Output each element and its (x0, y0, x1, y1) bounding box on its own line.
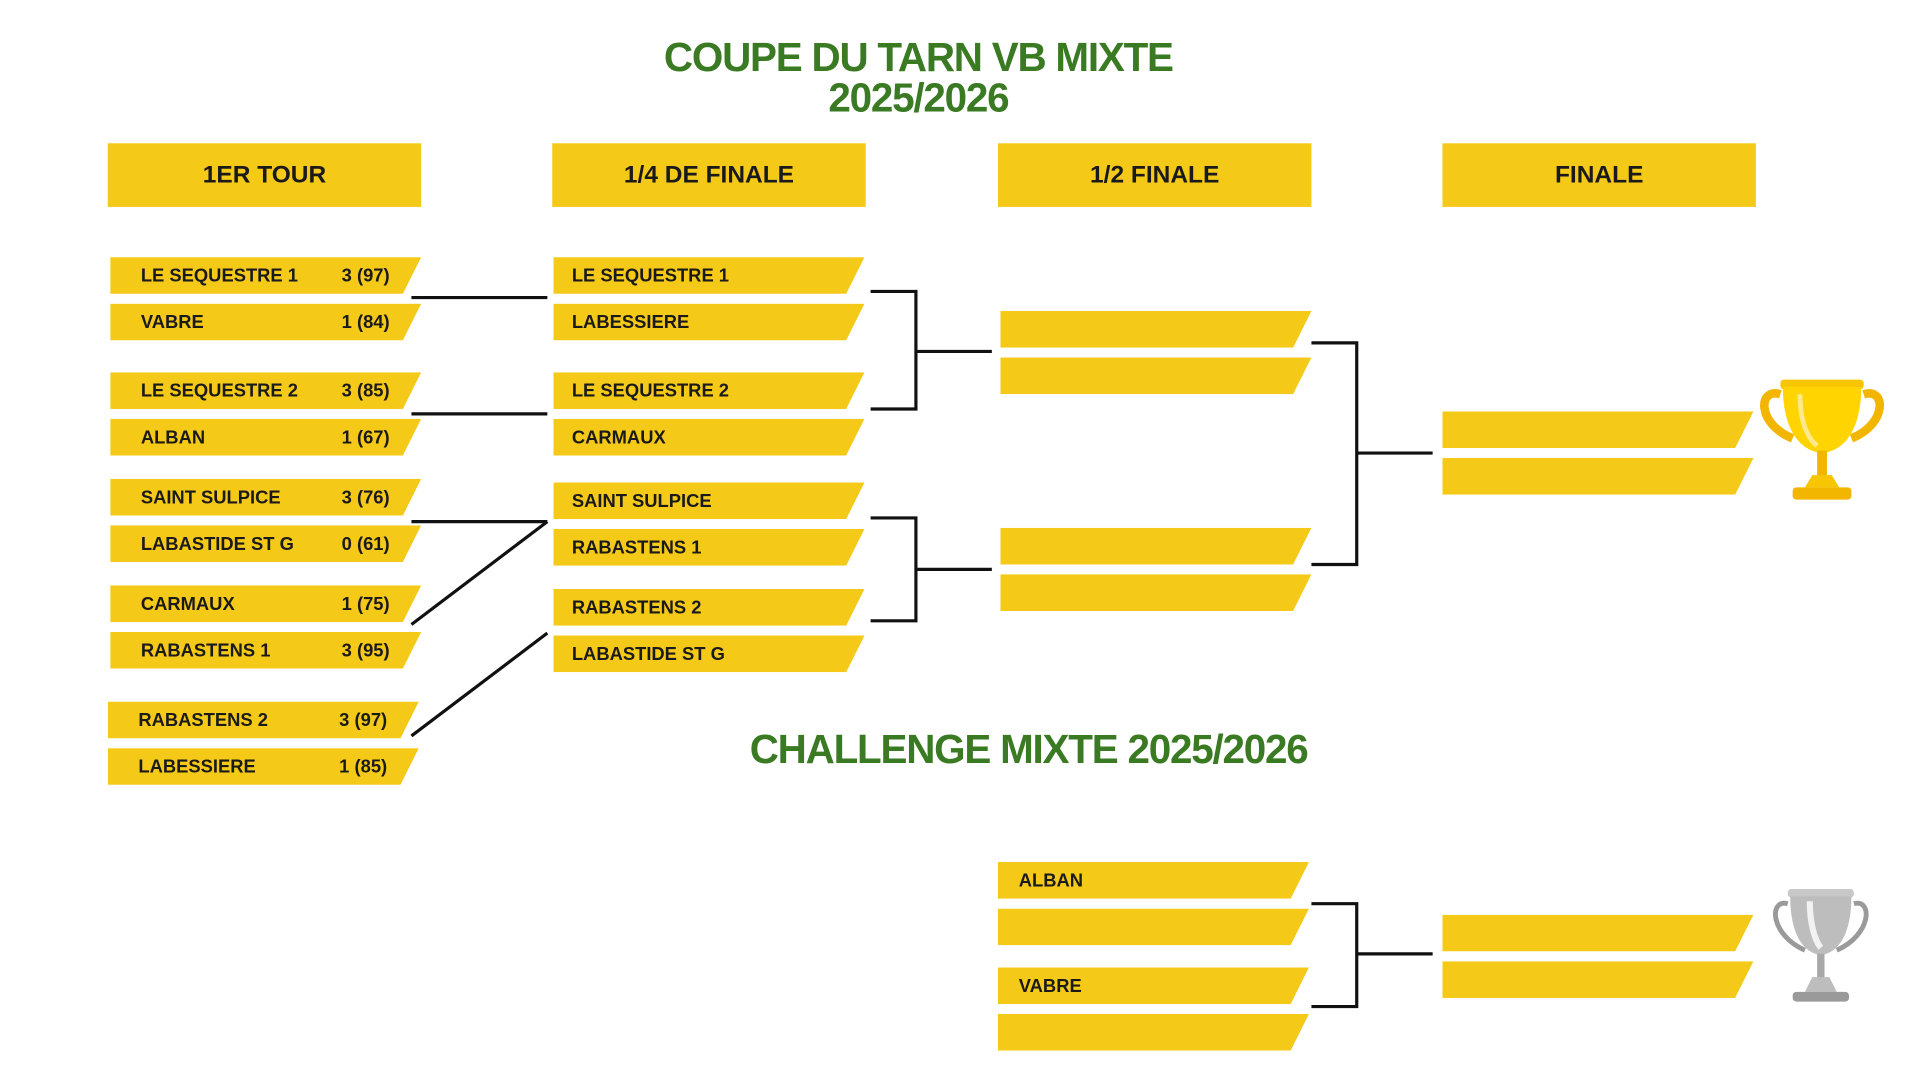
team-name: LABASTIDE ST G (571, 644, 725, 665)
challenge-semi-slot (998, 909, 1309, 946)
team-name: LABESSIERE (138, 756, 256, 778)
team-score: 3 (97) (341, 265, 390, 287)
connector-bracket (1311, 341, 1359, 567)
team-name: LE SEQUESTRE 2 (571, 380, 730, 402)
quarter-slot: LABESSIERE (553, 304, 864, 341)
team-name: VABRE (140, 312, 204, 334)
round1-slot: LE SEQUESTRE 1 3 (97) (110, 257, 421, 294)
team-score: 1 (75) (341, 593, 390, 615)
quarter-slot: LE SEQUESTRE 2 (553, 372, 864, 409)
round1-slot: ALBAN 1 (67) (110, 419, 421, 456)
team-name: SAINT SULPICE (140, 487, 281, 509)
header-semis: 1/2 FINALE (997, 143, 1312, 207)
challenge-semi-slot (998, 1014, 1309, 1051)
silver-trophy-icon (1773, 888, 1869, 1002)
team-name: VABRE (1018, 975, 1082, 997)
connector-bracket (870, 289, 918, 411)
team-score: 3 (95) (341, 640, 390, 662)
semi-slot (1000, 574, 1311, 611)
team-name: SAINT SULPICE (571, 491, 712, 512)
main-title: COUPE DU TARN VB MIXTE 2025/2026 (551, 37, 1286, 118)
challenge-final-slot (1442, 915, 1753, 952)
challenge-semi-slot: VABRE (998, 967, 1309, 1004)
quarter-slot: CARMAUX (553, 419, 864, 456)
team-name: RABASTENS 2 (571, 597, 702, 619)
round1-slot: CARMAUX 1 (75) (110, 585, 421, 622)
round1-slot: SAINT SULPICE 3 (76) (110, 479, 421, 516)
header-round1: 1ER TOUR (107, 143, 422, 207)
team-name: LABASTIDE ST G (140, 533, 294, 555)
main-title-line2: 2025/2026 (828, 74, 1009, 121)
team-name: ALBAN (1018, 870, 1084, 892)
challenge-final-slot (1442, 961, 1753, 998)
quarter-slot: SAINT SULPICE (553, 482, 864, 519)
round1-slot: LABESSIERE 1 (85) (108, 748, 419, 785)
quarter-slot: LABASTIDE ST G (553, 636, 864, 673)
team-name: LABESSIERE (571, 312, 690, 334)
team-name: LE SEQUESTRE 2 (140, 380, 299, 402)
team-score: 0 (61) (341, 533, 390, 555)
team-name: ALBAN (140, 427, 206, 449)
team-score: 3 (97) (339, 710, 388, 732)
connector-line (410, 520, 549, 626)
team-score: 1 (84) (341, 312, 390, 334)
round1-slot: VABRE 1 (84) (110, 304, 421, 341)
connector-bracket (870, 516, 918, 623)
main-title-line1: COUPE DU TARN VB MIXTE (663, 34, 1174, 80)
header-final: FINALE (1442, 143, 1756, 207)
final-slot (1442, 411, 1753, 448)
team-score: 3 (85) (341, 380, 390, 402)
connector-line (410, 631, 549, 738)
team-score: 1 (85) (339, 756, 388, 778)
team-name: CARMAUX (140, 593, 235, 615)
gold-trophy-icon (1760, 379, 1884, 500)
team-score: 1 (67) (341, 427, 390, 449)
round1-slot: RABASTENS 1 3 (95) (110, 632, 421, 669)
team-name: RABASTENS 1 (140, 640, 271, 662)
quarter-slot: RABASTENS 1 (553, 529, 864, 566)
semi-slot (1000, 358, 1311, 395)
semi-slot (1000, 311, 1311, 348)
quarter-slot: RABASTENS 2 (553, 589, 864, 626)
header-quarters: 1/4 DE FINALE (552, 143, 866, 207)
round1-slot: LABASTIDE ST G 0 (61) (110, 525, 421, 562)
final-slot (1442, 458, 1753, 495)
challenge-semi-slot: ALBAN (998, 862, 1309, 899)
team-name: RABASTENS 2 (138, 710, 268, 732)
round1-slot: RABASTENS 2 3 (97) (108, 702, 419, 739)
round1-slot: LE SEQUESTRE 2 3 (85) (110, 372, 421, 409)
connector-bracket (1311, 902, 1359, 1009)
semi-slot (1000, 528, 1311, 565)
challenge-title: CHALLENGE MIXTE 2025/2026 (749, 726, 1309, 772)
quarter-slot: LE SEQUESTRE 1 (553, 257, 864, 294)
team-name: CARMAUX (571, 427, 666, 449)
team-name: LE SEQUESTRE 1 (571, 265, 730, 287)
team-name: RABASTENS 1 (571, 537, 702, 559)
team-name: LE SEQUESTRE 1 (140, 265, 299, 287)
team-score: 3 (76) (341, 487, 390, 509)
